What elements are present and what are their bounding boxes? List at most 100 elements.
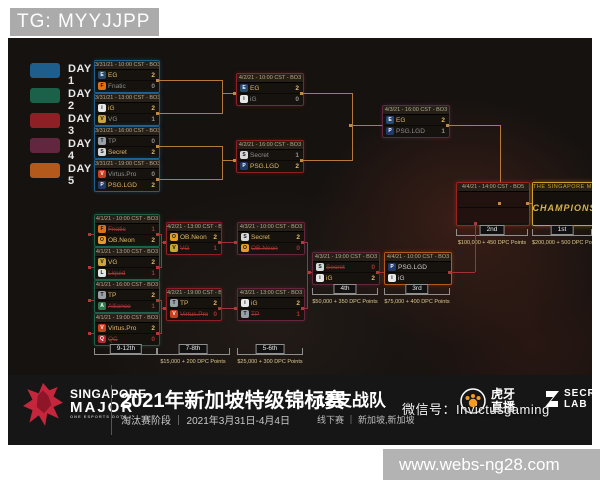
team-score: 2 bbox=[296, 299, 300, 307]
placement-7-8-label: 7-8th bbox=[178, 344, 208, 354]
team-score: 2 bbox=[441, 116, 445, 124]
secret-logo-icon: S bbox=[241, 233, 249, 241]
match-header: 4/4/21 - 14:00 CST - BO5 bbox=[457, 183, 529, 192]
placement-1st: 1st $200,000 + 500 DPC Points bbox=[532, 225, 592, 246]
connector-line bbox=[302, 93, 352, 94]
team-name: Liquid bbox=[108, 269, 126, 277]
champion-box: THE SINGAPORE MAJOR CHAMPIONS bbox=[532, 182, 592, 226]
placement-2nd-points: $100,000 + 450 DPC Points bbox=[457, 240, 527, 246]
site-watermark-text: www.webs-ng28.com bbox=[399, 455, 560, 474]
day2-swatch bbox=[30, 88, 60, 103]
connector-line bbox=[220, 308, 237, 309]
team-score: 2 bbox=[151, 291, 155, 299]
neon-logo-icon: O bbox=[170, 233, 178, 241]
ig-logo-icon: i bbox=[240, 95, 248, 103]
champions-label: CHAMPIONS bbox=[532, 203, 593, 213]
day1-label: DAY 1 bbox=[68, 63, 92, 87]
connector-line bbox=[158, 333, 162, 334]
team-name: Alliance bbox=[108, 302, 131, 310]
match-header: 4/3/21 - 19:00 CST - BO3 bbox=[313, 253, 379, 262]
placement-1st-label: 1st bbox=[550, 225, 574, 235]
event-stage-dates-cn: 淘汰赛阶段 ｜ 2021年3月31日-4月4日 bbox=[121, 416, 290, 427]
connector-line bbox=[307, 242, 308, 309]
team-name: Secret bbox=[326, 263, 345, 271]
team-name: iG bbox=[326, 274, 333, 282]
team-name: Fnatic bbox=[108, 82, 126, 90]
team-row-empty bbox=[458, 208, 528, 223]
connector-node bbox=[88, 332, 91, 335]
connector-line bbox=[352, 125, 382, 126]
match-header: 4/2/21 - 16:00 CST - BO3 bbox=[237, 141, 303, 150]
team-score: 0 bbox=[151, 170, 155, 178]
secret-logo-icon: S bbox=[316, 263, 324, 271]
connector-node bbox=[156, 266, 159, 269]
connector-node bbox=[218, 241, 221, 244]
team-score: 1 bbox=[441, 127, 445, 135]
match-header: 3/31/21 - 19:00 CST - BO3 bbox=[95, 160, 159, 169]
match-header: 4/1/21 - 13:00 CST - BO3 bbox=[95, 248, 159, 257]
connector-node bbox=[156, 332, 159, 335]
connector-line bbox=[158, 146, 222, 147]
qc-logo-icon: Q bbox=[98, 335, 106, 343]
connector-node bbox=[448, 271, 451, 274]
connector-node bbox=[300, 159, 303, 162]
connector-node bbox=[156, 112, 159, 115]
team-name: PSG.LGD bbox=[250, 162, 279, 170]
connector-node bbox=[301, 241, 304, 244]
match-header: 4/2/21 - 19:00 CST - BO3 bbox=[167, 289, 221, 298]
team-name: TP bbox=[180, 299, 189, 307]
wordmark-major: MAJOR bbox=[70, 399, 135, 416]
secretlab-text-2: LAB bbox=[564, 399, 588, 410]
connector-node bbox=[156, 178, 159, 181]
lgd-logo-icon: P bbox=[386, 127, 394, 135]
connector-line bbox=[500, 125, 501, 182]
neon-logo-icon: O bbox=[98, 236, 106, 244]
team-score: 1 bbox=[151, 115, 155, 123]
team-name: EG bbox=[250, 84, 260, 92]
connector-node bbox=[526, 202, 529, 205]
placement-2nd-label: 2nd bbox=[479, 225, 505, 235]
connector-node bbox=[234, 307, 237, 310]
match-header: 4/1/21 - 19:00 CST - BO3 bbox=[95, 314, 159, 323]
huya-paw-icon bbox=[460, 388, 486, 414]
bracket-graphic: DAY 1 DAY 2 DAY 3 DAY 4 DAY 5 3/31/21 - … bbox=[8, 38, 592, 445]
connector-node bbox=[88, 266, 91, 269]
connector-line bbox=[222, 160, 236, 161]
connector-node bbox=[233, 92, 236, 95]
placement-4th-points: $50,000 + 350 DPC Points bbox=[312, 299, 378, 305]
event-title-cn: 2021年新加坡特级锦标赛 bbox=[120, 390, 345, 412]
day4-label: DAY 4 bbox=[68, 138, 92, 162]
event-banner: SINGAPORE MAJOR ONE ESPORTS DOTA 2 2021年… bbox=[8, 375, 600, 445]
placement-5-6: 5-6th $25,000 + 300 DPC Points bbox=[237, 344, 303, 365]
match-header: 3/31/21 - 16:00 CST - BO3 bbox=[95, 127, 159, 136]
team-score: 2 bbox=[151, 104, 155, 112]
lgd-logo-icon: P bbox=[240, 162, 248, 170]
team-name: iG bbox=[108, 104, 115, 112]
vp-logo-icon: V bbox=[170, 310, 178, 318]
connector-node bbox=[88, 233, 91, 236]
connector-line bbox=[222, 80, 223, 114]
secretlab-s-icon bbox=[545, 391, 559, 407]
team-score: 1 bbox=[151, 269, 155, 277]
team-name: PSG.LGD bbox=[398, 263, 427, 271]
team-name: VG bbox=[108, 115, 118, 123]
team-name: Secret bbox=[251, 233, 270, 241]
